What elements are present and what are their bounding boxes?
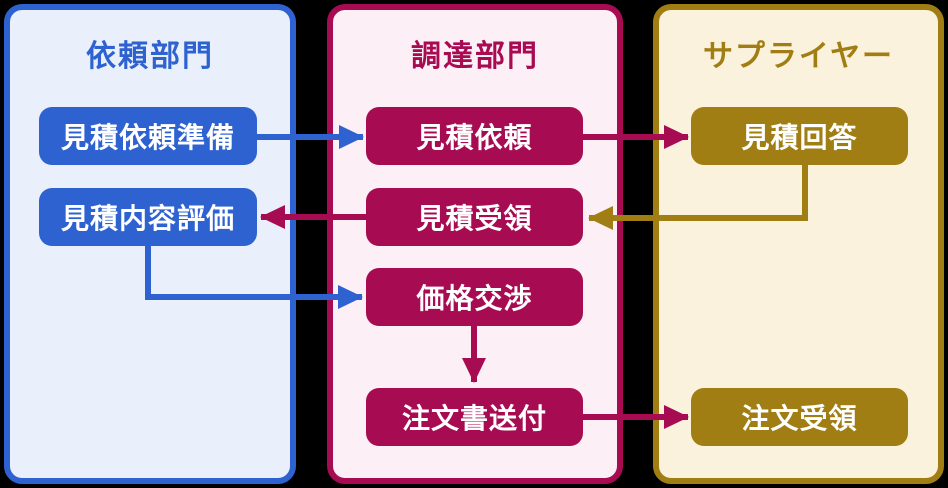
process-box-send-rfq: 見積依頼 [366,107,583,165]
lane-title-supplier: サプライヤー [702,40,895,73]
process-box-send-purchase-order: 注文書送付 [366,388,583,446]
lane-title-procurement-department: 調達部門 [411,40,539,73]
process-box-receive-quote: 見積受領 [366,188,583,246]
lane-title-request-department: 依頼部門 [86,40,214,73]
process-box-negotiate-price: 価格交渉 [366,268,583,326]
process-box-evaluate-quote: 見積内容評価 [39,188,257,246]
process-box-quote-response: 見積回答 [691,107,908,165]
process-box-prepare-rfq: 見積依頼準備 [39,107,257,165]
process-box-receive-order: 注文受領 [691,388,908,446]
